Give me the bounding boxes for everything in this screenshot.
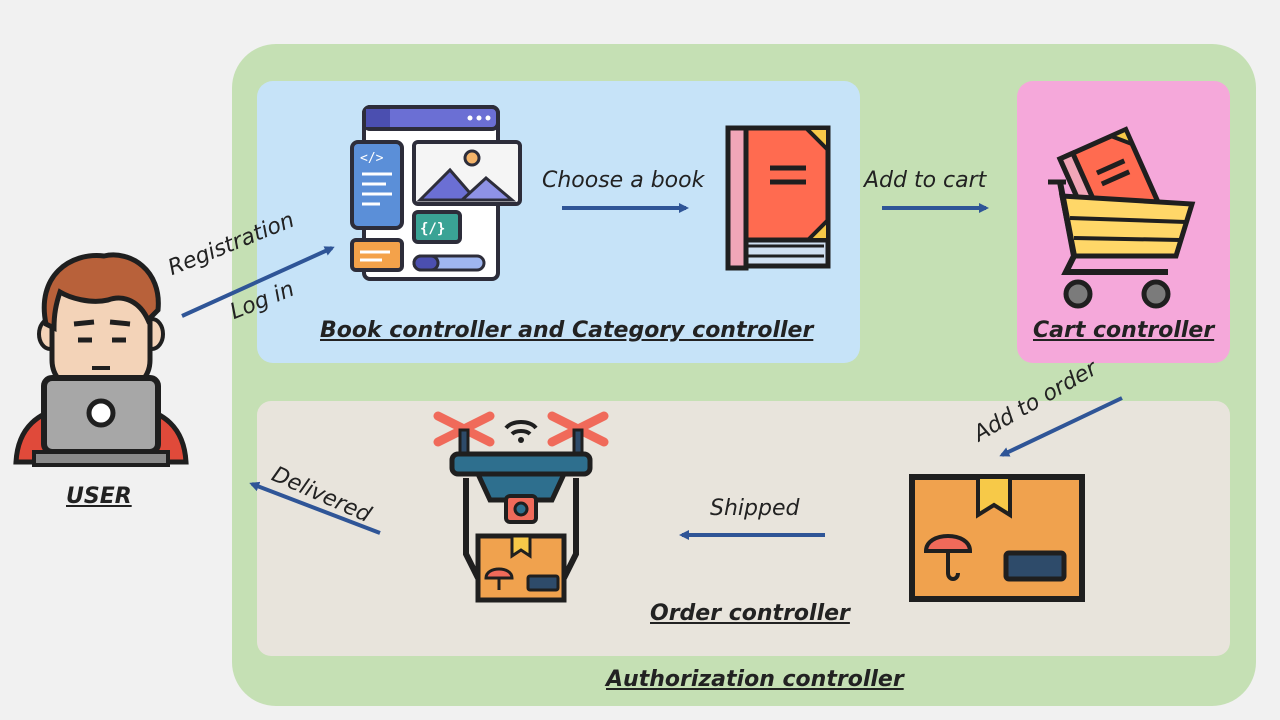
arrow-add-to-order (999, 396, 1123, 457)
cart-controller-label: Cart controller (1033, 318, 1215, 343)
shopping-cart-icon (1048, 126, 1196, 309)
add-to-cart-note: Add to cart (864, 168, 987, 193)
book-icon (725, 125, 831, 271)
web-page-icon: </> {/} (350, 105, 522, 281)
order-controller-label: Order controller (650, 601, 850, 626)
svg-text:{/}: {/} (420, 221, 445, 237)
arrow-registration (181, 246, 335, 318)
authorization-controller-label: Authorization controller (606, 667, 904, 692)
user-label: USER (66, 484, 132, 509)
delivery-drone-icon (433, 411, 609, 603)
package-box-icon (909, 474, 1085, 602)
user-at-laptop-icon (13, 252, 189, 467)
svg-text:</>: </> (360, 151, 384, 166)
shipped-note: Shipped (710, 496, 800, 521)
book-category-controller-label: Book controller and Category controller (320, 318, 814, 343)
arrow-delivered (249, 481, 381, 535)
choose-book-note: Choose a book (542, 168, 705, 193)
